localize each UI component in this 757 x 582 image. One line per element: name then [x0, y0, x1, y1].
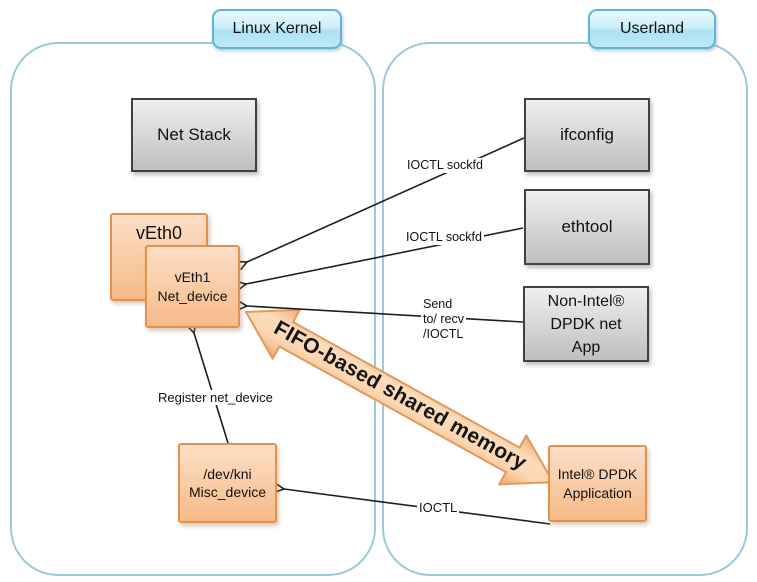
send-recv-line2: to/ recv: [423, 312, 464, 326]
tab-userland: Userland: [588, 9, 716, 49]
ioctl-label: IOCTL: [417, 500, 460, 515]
veth0-label: vEth0: [135, 223, 183, 243]
veth1-box: vEth1 Net_device: [145, 245, 240, 328]
non-intel-line3: App: [571, 338, 601, 356]
send-recv-ioctl-label: Send to/ recv /IOCTL: [421, 297, 466, 342]
register-net-device-label: Register net_device: [156, 390, 275, 405]
ioctl-sockfd-ifconfig-label: IOCTL sockfd: [405, 158, 485, 173]
linux-kernel-container: [10, 42, 376, 576]
tab-userland-label: Userland: [619, 20, 685, 37]
intel-dpdk-line2: Application: [563, 484, 632, 501]
tab-linux-kernel: Linux Kernel: [212, 9, 342, 49]
dev-kni-line1: /dev/kni: [203, 465, 252, 482]
arrow-nonintel-to-veth1: [237, 300, 524, 323]
dev-kni-misc-device-box: /dev/kni Misc_device: [178, 443, 277, 523]
tab-linux-kernel-label: Linux Kernel: [232, 20, 322, 37]
net-stack-label: Net Stack: [157, 125, 231, 144]
dev-kni-line2: Misc_device: [188, 484, 267, 500]
userland-container: [382, 42, 748, 576]
non-intel-line1: Non-Intel®: [547, 292, 625, 310]
ioctl-sockfd-ethtool-label: IOCTL sockfd: [404, 230, 484, 245]
veth1-line2: Net_device: [157, 287, 228, 304]
veth1-line1: vEth1: [174, 269, 211, 285]
send-recv-line3: /IOCTL: [423, 327, 464, 341]
non-intel-line2: DPDK net: [550, 315, 622, 333]
send-recv-line1: Send: [423, 297, 453, 311]
non-intel-dpdk-app-box: Non-Intel® DPDK net App: [523, 286, 649, 362]
arrow-kni-register-to-veth1: [186, 322, 229, 444]
ethtool-label: ethtool: [561, 217, 613, 236]
ethtool-box: ethtool: [524, 189, 650, 265]
net-stack-box: Net Stack: [131, 98, 257, 172]
ifconfig-box: ifconfig: [524, 98, 650, 172]
intel-dpdk-application-box: Intel® DPDK Application: [548, 445, 647, 522]
ifconfig-label: ifconfig: [560, 125, 614, 144]
intel-dpdk-line1: Intel® DPDK: [557, 466, 638, 482]
